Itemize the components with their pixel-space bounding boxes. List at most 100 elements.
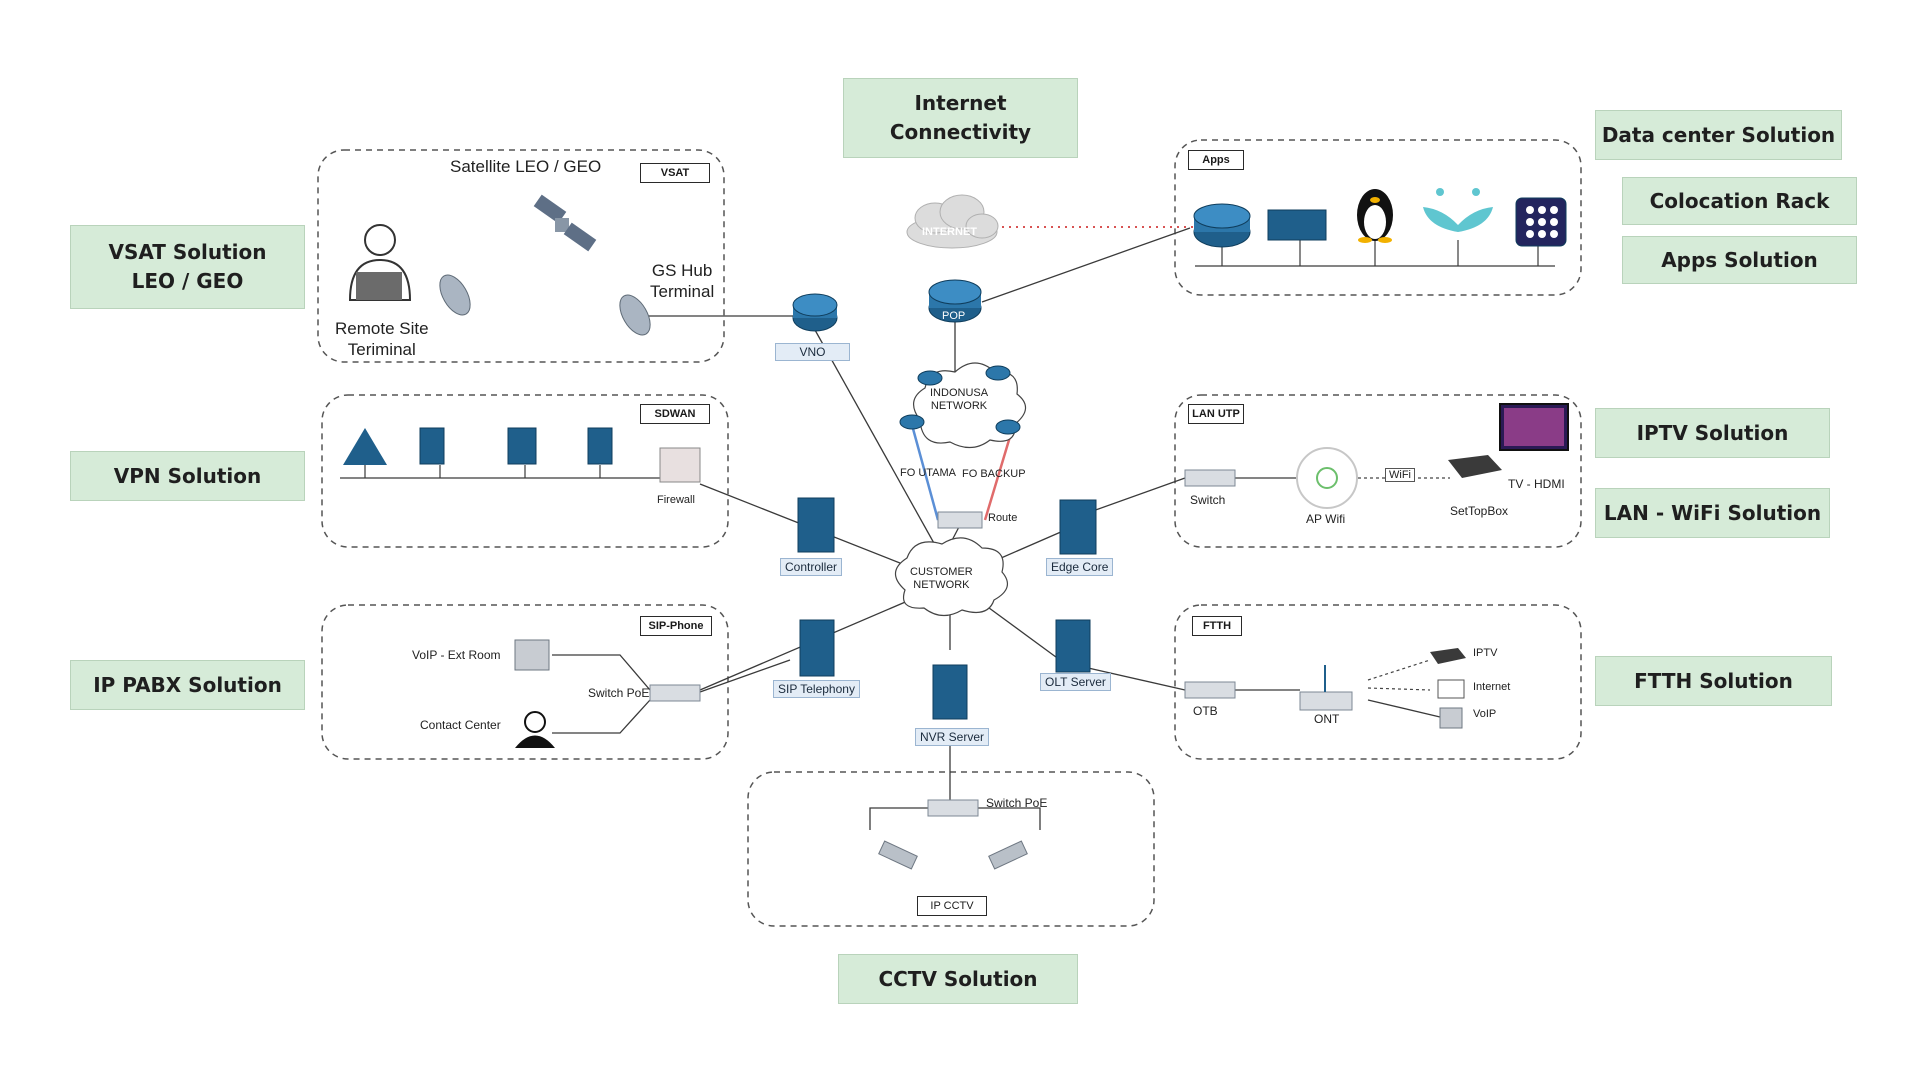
hub-dish-icon xyxy=(619,294,651,336)
satellite-label: Satellite LEO / GEO xyxy=(450,157,602,176)
sip-phone-tag: SIP-Phone xyxy=(640,616,712,636)
ftth-internet-label: Internet xyxy=(1473,681,1511,693)
sdwan-tag: SDWAN xyxy=(640,404,710,424)
apps-tag: Apps xyxy=(1188,150,1244,170)
ftth-laptop-icon xyxy=(1437,679,1465,699)
fo-utama-label: FO UTAMA xyxy=(900,467,957,479)
fo-backup-line xyxy=(983,429,1014,521)
link-edge-switch xyxy=(1089,477,1186,513)
link-pop-apps xyxy=(981,227,1191,303)
tv-hdmi-label: TV - HDMI xyxy=(1508,477,1565,491)
remote-site-label: Remote Site Teriminal xyxy=(335,319,429,359)
remote-person-icon xyxy=(364,224,396,256)
lan-switch-icon xyxy=(1184,469,1236,487)
link-olt-otb xyxy=(1074,664,1186,691)
ap-wifi-icon xyxy=(1296,447,1358,509)
link-contact-switchpoe xyxy=(552,699,651,734)
vsat-group-box xyxy=(317,149,725,363)
apps-server-icon xyxy=(1267,209,1327,241)
vsat-tag: VSAT xyxy=(640,163,710,183)
indonusa-network-label: INDONUSA NETWORK xyxy=(930,387,989,412)
link-cctv-cam-left xyxy=(869,807,930,830)
ip-cctv-tag: IP CCTV xyxy=(917,896,987,916)
ftth-voip-phone-icon xyxy=(1439,707,1463,729)
link-cctv-cam-right xyxy=(970,807,1041,830)
pop-label: POP xyxy=(942,310,966,322)
otb-switch-icon xyxy=(1184,681,1236,699)
cctv-switch-poe-label: Switch PoE xyxy=(986,796,1048,810)
ftth-solution-label: FTTH Solution xyxy=(1595,656,1832,706)
vno-label: VNO xyxy=(775,343,850,361)
ont-iptv-dotted xyxy=(1367,659,1431,681)
gs-hub-label: GS Hub Terminal xyxy=(650,261,715,301)
cloud-app-icon xyxy=(1423,188,1493,232)
voip-ext-room-label: VoIP - Ext Room xyxy=(412,648,501,662)
apps-group-box xyxy=(1174,139,1582,296)
laptop-icon xyxy=(356,272,402,300)
indonusa-router-3 xyxy=(899,414,925,430)
link-switchpoe-sip xyxy=(699,659,791,693)
sdwan-warning-icon xyxy=(343,428,387,465)
sip-switch-poe-label: Switch PoE xyxy=(588,686,650,700)
ftth-iptv-label: IPTV xyxy=(1473,647,1498,659)
apps-solution-label: Apps Solution xyxy=(1622,236,1857,284)
lan-wifi-solution-label: LAN - WiFi Solution xyxy=(1595,488,1830,538)
ftth-iptv-box-icon xyxy=(1430,648,1466,664)
router-label: Route xyxy=(988,512,1018,524)
sip-telephony-label: SIP Telephony xyxy=(773,680,860,698)
nvr-server-label: NVR Server xyxy=(915,728,990,746)
cctv-switch-poe-icon xyxy=(927,799,979,817)
ftth-group-box xyxy=(1174,604,1582,760)
customer-network-label: CUSTOMER NETWORK xyxy=(910,566,973,591)
fo-backup-label: FO BACKUP xyxy=(962,468,1026,480)
edge-core-icon xyxy=(1059,499,1097,555)
contact-center-icon xyxy=(524,711,546,733)
datacenter-solution-label: Data center Solution xyxy=(1595,110,1842,160)
lan-group-box xyxy=(1174,394,1582,548)
link-voip-switchpoe xyxy=(552,654,651,691)
satellite-icon xyxy=(533,194,597,252)
lan-switch-label: Switch xyxy=(1190,493,1226,507)
router-switch-icon xyxy=(937,511,983,529)
ont-internet-dotted xyxy=(1367,687,1431,691)
internet-cloud-icon xyxy=(906,194,999,249)
ont-label: ONT xyxy=(1314,712,1340,726)
fo-utama-line xyxy=(910,424,940,521)
ip-pabx-solution-label: IP PABX Solution xyxy=(70,660,305,710)
sip-switch-poe-icon xyxy=(649,684,701,702)
olt-server-icon xyxy=(1055,619,1091,673)
linux-penguin-icon xyxy=(1357,189,1393,243)
remote-dish-icon xyxy=(439,274,471,316)
edge-core-label: Edge Core xyxy=(1046,558,1114,576)
vsat-solution-label: VSAT Solution LEO / GEO xyxy=(70,225,305,309)
firewall-icon xyxy=(659,447,701,483)
otb-label: OTB xyxy=(1193,704,1218,718)
cctv-group-box xyxy=(747,771,1155,927)
contact-center-label: Contact Center xyxy=(420,718,501,732)
cctv-camera-left-icon xyxy=(878,840,918,870)
ftth-voip-label: VoIP xyxy=(1473,708,1497,720)
sdwan-group-box xyxy=(321,394,729,548)
wifi-label: WiFi xyxy=(1385,468,1415,482)
internet-cloud-label: INTERNET xyxy=(922,226,977,238)
indonusa-router-1 xyxy=(917,370,943,386)
cctv-camera-right-icon xyxy=(988,840,1028,870)
voip-phone-icon xyxy=(514,639,550,671)
colocation-rack-label: Colocation Rack xyxy=(1622,177,1857,225)
ap-wifi-label: AP Wifi xyxy=(1306,512,1346,526)
olt-server-label: OLT Server xyxy=(1040,673,1111,691)
firewall-label: Firewall xyxy=(657,494,695,506)
vpn-solution-label: VPN Solution xyxy=(70,451,305,501)
customer-cloud-icon xyxy=(894,537,1009,617)
controller-label: Controller xyxy=(780,558,843,576)
internet-connectivity-label: Internet Connectivity xyxy=(843,78,1078,158)
link-olt-customer xyxy=(984,604,1061,661)
settopbox-icon xyxy=(1448,455,1502,478)
sip-telephony-icon xyxy=(799,619,835,677)
controller-icon xyxy=(797,497,835,553)
ont-icon xyxy=(1299,691,1353,711)
ftth-tag: FTTH xyxy=(1192,616,1242,636)
iptv-solution-label: IPTV Solution xyxy=(1595,408,1830,458)
link-ont-voip xyxy=(1367,699,1441,718)
